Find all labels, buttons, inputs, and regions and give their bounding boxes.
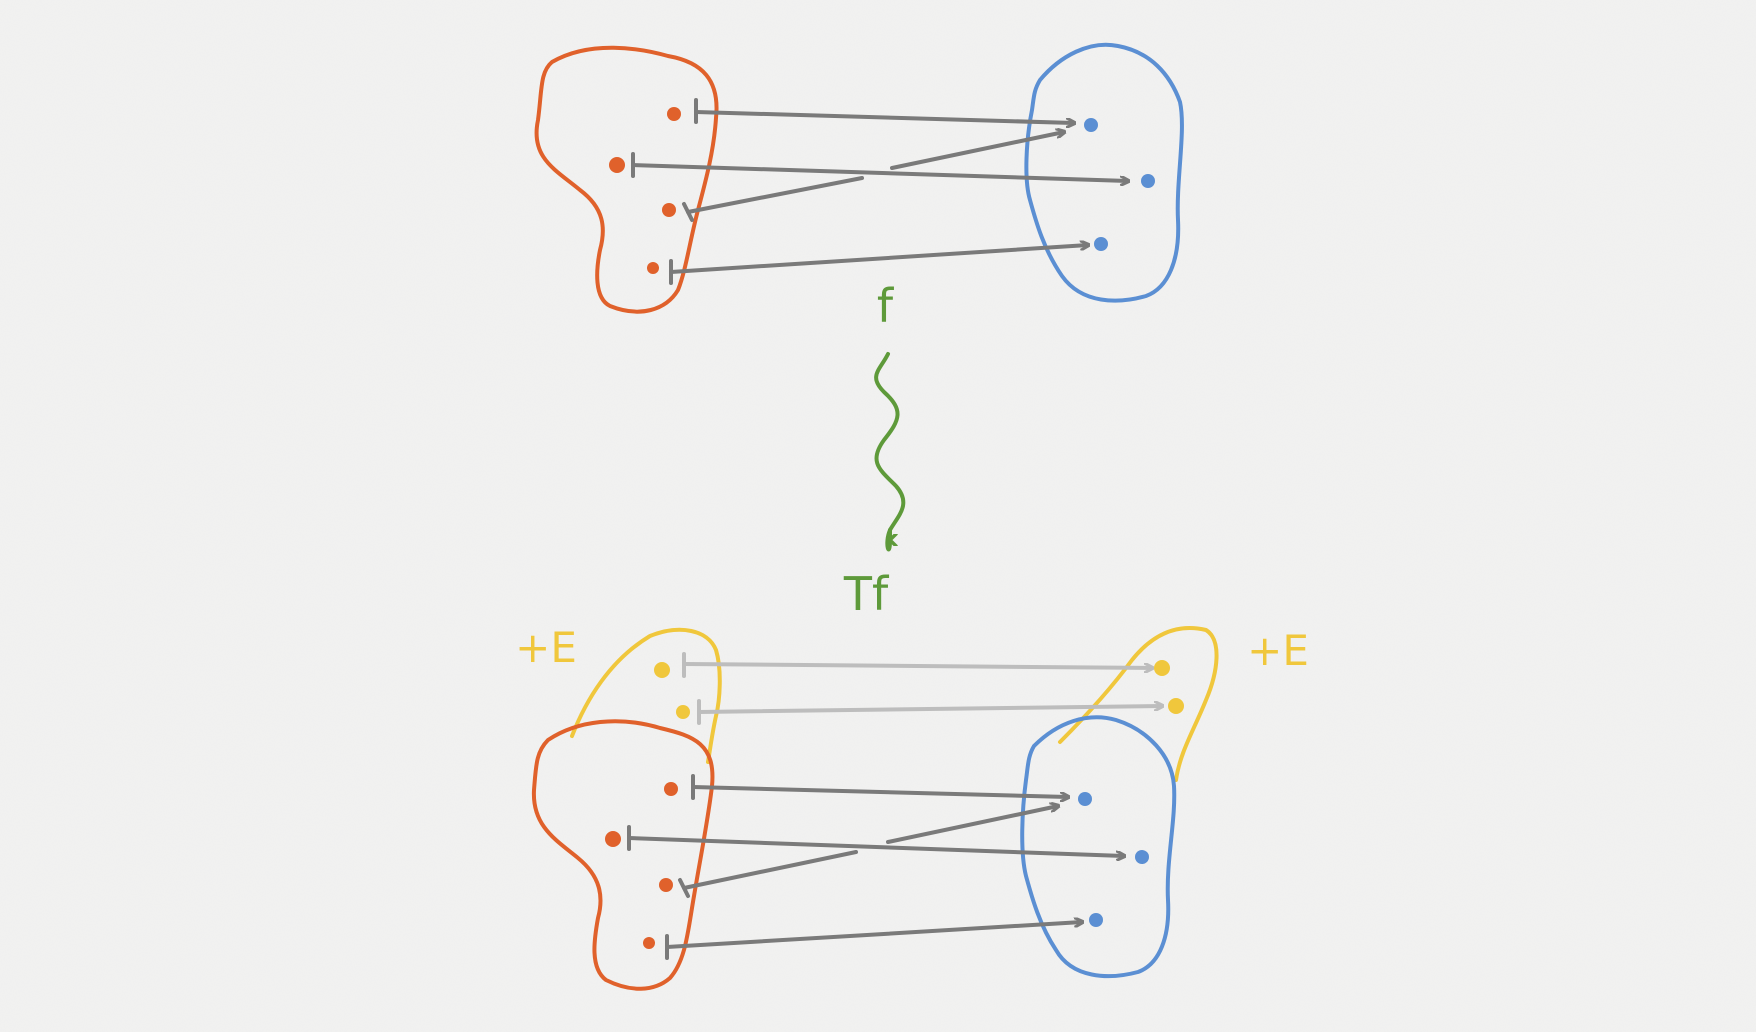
top-arrow-3 — [686, 132, 1064, 214]
top-arrows — [631, 98, 1128, 285]
top-domain-points — [609, 107, 681, 274]
bottom-codomain-point — [1078, 792, 1092, 806]
label-plus-e-left: +E — [515, 623, 577, 672]
functor-section: f Tf — [843, 279, 906, 621]
left-extension-points — [654, 662, 690, 719]
right-extension-points — [1154, 660, 1184, 714]
bottom-codomain-point — [1089, 913, 1103, 927]
right-extension-point — [1154, 660, 1170, 676]
top-domain-point — [662, 203, 676, 217]
top-codomain-blob — [1024, 42, 1184, 303]
bottom-codomain-points — [1078, 792, 1149, 927]
bottom-domain-point — [659, 878, 673, 892]
bottom-domain-points — [605, 782, 678, 949]
bottom-mapping: +E +E — [515, 623, 1309, 991]
bottom-arrow-4 — [665, 922, 1082, 949]
top-codomain-points — [1084, 118, 1155, 251]
top-arrow-3-tail — [682, 202, 694, 222]
bottom-domain-point — [643, 937, 655, 949]
bottom-arrow-3-tail — [678, 878, 690, 898]
top-arrow-4 — [669, 245, 1088, 274]
top-domain-blob — [534, 45, 719, 314]
bottom-arrow-3 — [682, 806, 1058, 890]
label-plus-e-right: +E — [1247, 626, 1309, 675]
bottom-arrow-2 — [627, 836, 1124, 856]
bottom-codomain-blob — [1020, 715, 1177, 979]
top-mapping — [534, 42, 1184, 314]
top-domain-point — [667, 107, 681, 121]
top-arrow-2 — [631, 163, 1128, 181]
top-domain-point — [647, 262, 659, 274]
right-extension-point — [1168, 698, 1184, 714]
bottom-arrows — [627, 774, 1124, 960]
top-codomain-point — [1141, 174, 1155, 188]
right-extension-blob — [1058, 626, 1219, 782]
bottom-domain-point — [605, 831, 621, 847]
top-arrow-1 — [694, 110, 1074, 123]
top-codomain-point — [1094, 237, 1108, 251]
extension-arrow-2 — [697, 706, 1162, 714]
left-extension-point — [676, 705, 690, 719]
top-domain-point — [609, 157, 625, 173]
extension-arrow-1 — [682, 662, 1152, 668]
top-codomain-point — [1084, 118, 1098, 132]
bottom-arrow-1 — [691, 785, 1068, 797]
left-extension-blob — [570, 627, 722, 764]
label-tf: Tf — [843, 567, 890, 621]
bottom-domain-blob — [531, 719, 715, 991]
left-extension-point — [654, 662, 670, 678]
bottom-extension-arrows — [682, 652, 1162, 725]
bottom-domain-point — [664, 782, 678, 796]
label-f: f — [877, 279, 895, 333]
bottom-codomain-point — [1135, 850, 1149, 864]
